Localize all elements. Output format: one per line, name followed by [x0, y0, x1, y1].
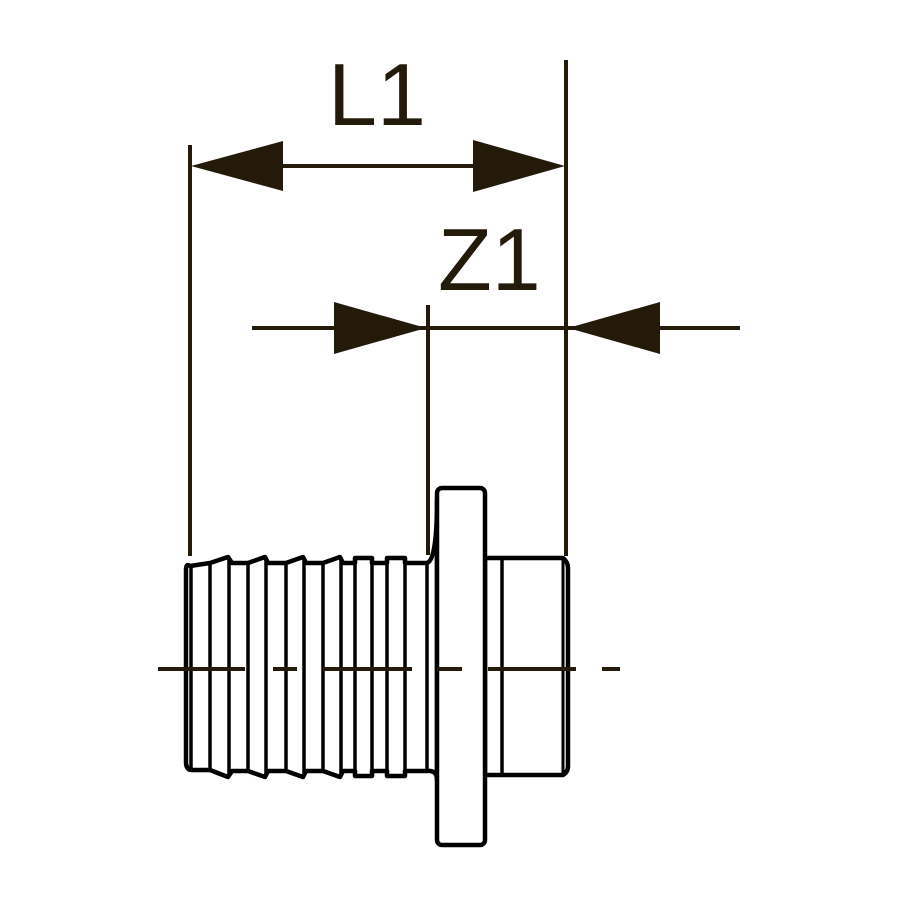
z1-arrow-right-icon [568, 302, 660, 354]
flange-collar [434, 485, 488, 848]
z1-label: Z1 [438, 210, 541, 309]
barbed-insert [183, 497, 440, 783]
l1-arrow-left-icon [191, 141, 283, 191]
l1-label: L1 [328, 45, 426, 144]
z1-arrow-left-icon [334, 302, 426, 354]
threaded-end [482, 555, 571, 778]
fitting-body [183, 485, 571, 848]
l1-arrow-right-icon [473, 140, 565, 192]
